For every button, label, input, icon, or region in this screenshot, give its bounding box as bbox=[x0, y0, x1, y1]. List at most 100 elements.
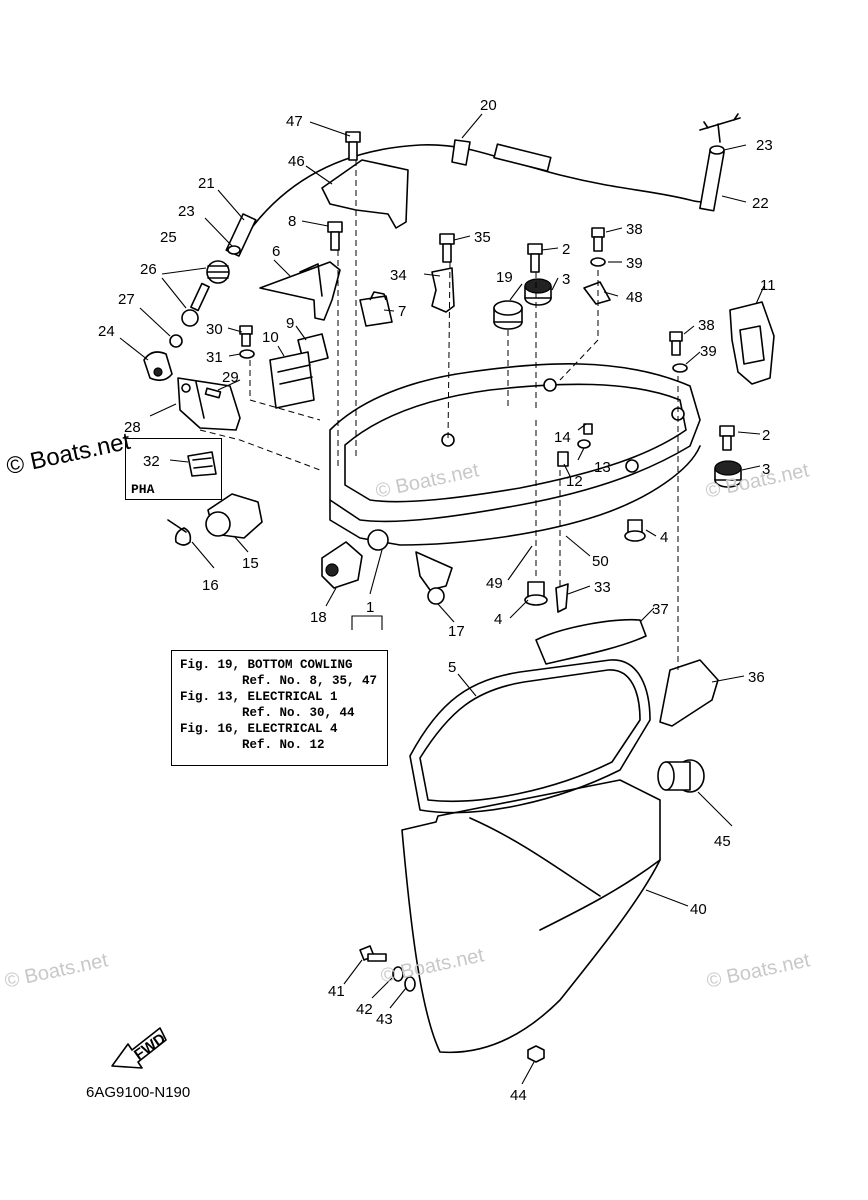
washer-42 bbox=[392, 966, 404, 982]
latch-11 bbox=[729, 301, 775, 385]
callout-7: 7 bbox=[398, 303, 406, 320]
clip-23-left bbox=[227, 245, 241, 255]
callout-35: 35 bbox=[474, 229, 491, 246]
clip-7 bbox=[359, 291, 393, 327]
callout-16: 16 bbox=[202, 577, 219, 594]
clip-16 bbox=[167, 519, 192, 546]
fitting-14 bbox=[583, 423, 593, 435]
grommet-3-top bbox=[524, 278, 552, 306]
collar-4-right bbox=[624, 519, 646, 542]
clip-23-right bbox=[709, 145, 725, 155]
grommet-3-right bbox=[714, 460, 742, 488]
callout-6: 6 bbox=[272, 243, 280, 260]
bolt-30 bbox=[239, 325, 253, 347]
callout-33: 33 bbox=[594, 579, 611, 596]
bolt-2-top bbox=[527, 243, 543, 273]
bolt-38-top bbox=[591, 227, 605, 252]
callout-18: 18 bbox=[310, 609, 327, 626]
screw-29 bbox=[204, 387, 222, 399]
callout-39-top: 39 bbox=[626, 255, 643, 272]
callout-12: 12 bbox=[566, 473, 583, 490]
part-17 bbox=[415, 551, 453, 591]
callout-4-lower: 4 bbox=[494, 611, 502, 628]
callout-45: 45 bbox=[714, 833, 731, 850]
pha-label: PHA bbox=[131, 482, 155, 497]
callout-4-right: 4 bbox=[660, 529, 668, 546]
bracket-37 bbox=[535, 618, 647, 665]
grommet-45 bbox=[657, 759, 705, 793]
diagram-code: 6AG9100-N190 bbox=[86, 1084, 191, 1101]
clip-33 bbox=[555, 583, 569, 613]
relay-10 bbox=[269, 351, 315, 409]
cable-grommet bbox=[451, 139, 471, 166]
bolt-2-right bbox=[719, 425, 735, 451]
grommet-24 bbox=[143, 351, 173, 382]
callout-3-right: 3 bbox=[762, 461, 770, 478]
cowling-40 bbox=[401, 779, 661, 1054]
callout-28: 28 bbox=[124, 419, 141, 436]
tee-fitting bbox=[699, 113, 741, 143]
callout-27: 27 bbox=[118, 291, 135, 308]
callout-43: 43 bbox=[376, 1011, 393, 1028]
screw-12 bbox=[557, 451, 569, 467]
callout-8: 8 bbox=[288, 213, 296, 230]
clip-48 bbox=[583, 281, 611, 305]
pha-inset-box bbox=[125, 438, 222, 500]
callout-1: 1 bbox=[366, 599, 374, 616]
callout-41: 41 bbox=[328, 983, 345, 1000]
washer-26 bbox=[181, 309, 199, 327]
fwd-arrow bbox=[111, 1027, 167, 1069]
bushing-27 bbox=[169, 334, 183, 348]
callout-14: 14 bbox=[554, 429, 571, 446]
bracket-28 bbox=[177, 377, 241, 431]
callout-17: 17 bbox=[448, 623, 465, 640]
callout-10: 10 bbox=[262, 329, 279, 346]
callout-11: 11 bbox=[760, 277, 776, 294]
reference-box: Fig. 19, BOTTOM COWLING Ref. No. 8, 35, … bbox=[171, 650, 388, 766]
ref-line-4: Ref. No. 30, 44 bbox=[242, 706, 355, 720]
callout-24: 24 bbox=[98, 323, 115, 340]
bottom-cowling bbox=[329, 363, 701, 523]
callout-44: 44 bbox=[510, 1087, 527, 1104]
bracket-46 bbox=[321, 159, 409, 229]
shaft-26 bbox=[190, 282, 210, 312]
ref-line-6: Ref. No. 12 bbox=[242, 738, 325, 752]
knob-25-teeth bbox=[207, 265, 229, 279]
washer-13 bbox=[577, 439, 591, 449]
callout-30: 30 bbox=[206, 321, 223, 338]
callout-32: 32 bbox=[143, 453, 160, 470]
ref-line-5: Fig. 16, ELECTRICAL 4 bbox=[180, 722, 338, 736]
callout-21: 21 bbox=[198, 175, 215, 192]
bolt-8 bbox=[327, 221, 343, 251]
callout-25: 25 bbox=[160, 229, 177, 246]
callout-47: 47 bbox=[286, 113, 303, 130]
callout-50: 50 bbox=[592, 553, 609, 570]
ref-line-3: Fig. 13, ELECTRICAL 1 bbox=[180, 690, 338, 704]
callout-34: 34 bbox=[390, 267, 407, 284]
bracket-36 bbox=[659, 659, 719, 727]
callout-48: 48 bbox=[626, 289, 643, 306]
cable-sleeve bbox=[493, 143, 552, 172]
bolt-38-right bbox=[669, 331, 683, 356]
callout-36: 36 bbox=[748, 669, 765, 686]
callout-13: 13 bbox=[594, 459, 611, 476]
callout-22: 22 bbox=[752, 195, 769, 212]
collar-4-lower bbox=[524, 581, 548, 606]
callout-15: 15 bbox=[242, 555, 259, 572]
callout-20: 20 bbox=[480, 97, 497, 114]
callout-23-right: 23 bbox=[756, 137, 773, 154]
nut-44 bbox=[527, 1045, 545, 1063]
callout-19: 19 bbox=[496, 269, 513, 286]
bracket-34 bbox=[431, 267, 455, 313]
grommet-19 bbox=[493, 300, 523, 330]
hose-22 bbox=[699, 148, 725, 212]
callout-2-right: 2 bbox=[762, 427, 770, 444]
callout-3-top: 3 bbox=[562, 271, 570, 288]
seal-5 bbox=[409, 659, 651, 814]
callout-26: 26 bbox=[140, 261, 157, 278]
cable-20 bbox=[249, 144, 719, 231]
callout-38-top: 38 bbox=[626, 221, 643, 238]
bolt-35 bbox=[439, 233, 455, 263]
ref-line-1: Fig. 19, BOTTOM COWLING bbox=[180, 658, 353, 672]
